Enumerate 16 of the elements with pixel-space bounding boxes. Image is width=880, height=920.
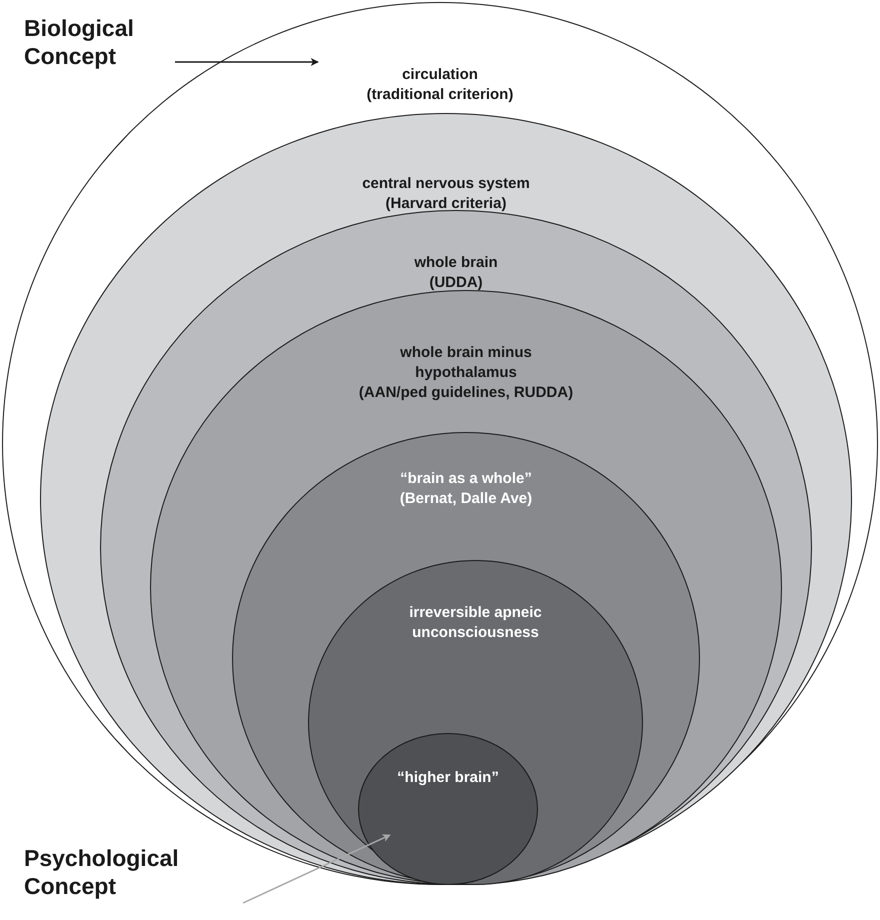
arrow xyxy=(242,834,391,904)
arrow xyxy=(175,58,319,66)
concept-label: Psychological Concept xyxy=(24,844,179,900)
concept-label: Biological Concept xyxy=(24,14,134,70)
circle-label: central nervous system xyxy=(361,174,531,194)
circle-label: (UDDA) xyxy=(428,273,484,293)
circle-label: irreversible apneic unconsciousness xyxy=(408,603,543,643)
circle-label: (Harvard criteria) xyxy=(384,194,508,214)
circle-label: circulation xyxy=(401,65,479,85)
circle-label: “brain as a whole” xyxy=(399,469,533,489)
circle-label: “higher brain” xyxy=(396,768,500,788)
circle-label: (AAN/ped guidelines, RUDDA) xyxy=(358,383,574,403)
circle-label: (traditional criterion) xyxy=(366,85,514,105)
circle-label: whole brain minus hypothalamus xyxy=(399,343,533,383)
circle-label: whole brain xyxy=(413,253,499,273)
circle-label: (Bernat, Dalle Ave) xyxy=(398,489,534,509)
